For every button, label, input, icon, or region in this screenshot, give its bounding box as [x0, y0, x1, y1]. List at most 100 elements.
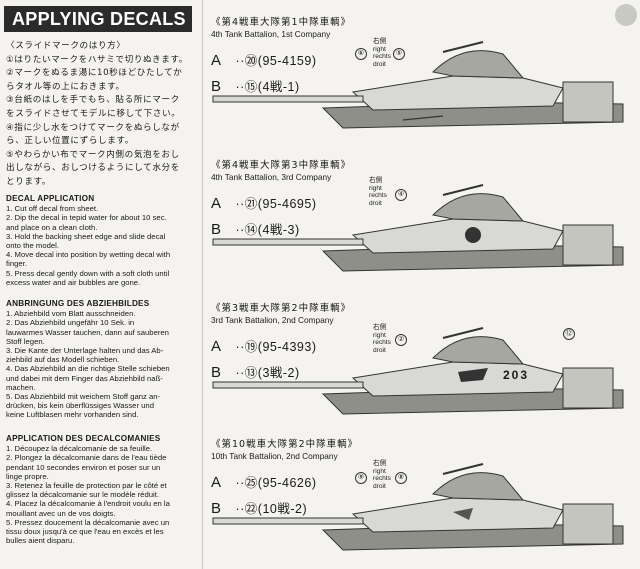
- decal-option-b: B ··⑬(3戦-2): [211, 362, 300, 382]
- turret-number: 203: [503, 368, 530, 382]
- side-label-de: rechts: [373, 475, 391, 483]
- option-letter: A: [211, 52, 222, 69]
- company-english-name: 4th Tank Battalion, 1st Company: [211, 29, 331, 39]
- callout-marker: ④: [395, 189, 407, 201]
- right-side-label: 右側 right rechts droit: [373, 460, 391, 490]
- japanese-instructions: 〈スライドマークのはり方〉 ①はりたいマークをハサミで切りぬきます。 ②マークを…: [6, 40, 198, 190]
- company-10th-2nd: 《第10戦車大隊第2中隊車輌》 10th Tank Battalion, 2nd…: [203, 434, 640, 569]
- decal-option-a: A ··⑳(95-4159): [211, 50, 316, 70]
- side-label-de: rechts: [369, 192, 387, 200]
- side-label-jp: 右側: [373, 38, 387, 45]
- option-value: ··⑲(95-4393): [235, 340, 317, 354]
- option-letter: B: [211, 364, 222, 381]
- company-english-name: 10th Tank Battalion, 2nd Company: [211, 451, 338, 461]
- option-value: ··⑬(3戦-2): [235, 366, 300, 380]
- decal-option-a: A ··㉕(95-4626): [211, 472, 316, 492]
- french-line: bulles aient disparu.: [6, 536, 75, 546]
- decal-option-b: B ··㉒(10戦-2): [211, 498, 307, 518]
- option-value: ··⑭(4戦-3): [235, 223, 300, 237]
- japanese-line: ②マークをぬるま湯に10秒ほどひたしてか: [6, 68, 183, 79]
- side-label-de: rechts: [373, 53, 391, 61]
- side-label-fr: droit: [373, 346, 386, 354]
- instructions-column: APPLYING DECALS 〈スライドマークのはり方〉 ①はりたいマークをハ…: [0, 0, 200, 569]
- french-line: tissu doux jusqu'à ce que l'eau en excès…: [6, 527, 164, 537]
- callout-marker: ②: [395, 334, 407, 346]
- right-side-label: 右側 right rechts droit: [369, 177, 387, 207]
- side-label-en: right: [369, 184, 382, 192]
- option-value: ··⑳(95-4159): [235, 54, 317, 68]
- french-line: 5. Pressez doucement la décalcomanie ave…: [6, 517, 170, 527]
- company-3rd-2nd: 《第3戦車大隊第2中隊車輌》 3rd Tank Battalion, 2nd C…: [203, 298, 640, 440]
- option-letter: B: [211, 78, 222, 95]
- decal-option-a: A ··㉑(95-4695): [211, 193, 316, 213]
- side-label-jp: 右側: [373, 324, 387, 331]
- japanese-line: とります。: [6, 176, 52, 187]
- english-line: 3. Hold the backing sheet edge and slide…: [6, 231, 166, 241]
- japanese-line: ③台紙のはしを手でもち、貼る所にマーク: [6, 95, 180, 106]
- side-label-en: right: [373, 467, 386, 475]
- english-line: finger.: [6, 259, 27, 269]
- option-letter: A: [211, 474, 222, 491]
- german-line: 1. Abziehbild vom Blatt ausschneiden.: [6, 309, 136, 319]
- option-letter: A: [211, 195, 222, 212]
- option-value: ··㉕(95-4626): [235, 476, 317, 490]
- company-japanese-name: 《第3戦車大隊第2中隊車輌》: [211, 303, 352, 314]
- german-line: 3. Die Kante der Unterlage halten und da…: [6, 346, 164, 356]
- company-4th-3rd: 《第4戦車大隊第3中隊車輌》 4th Tank Battalion, 3rd C…: [203, 155, 640, 297]
- right-side-label: 右側 right rechts droit: [373, 324, 391, 354]
- english-instructions: DECAL APPLICATION 1. Cut off decal from …: [6, 194, 200, 287]
- japanese-line: ④指に少し水をつけてマークをぬらしなが: [6, 122, 180, 133]
- option-letter: B: [211, 221, 222, 238]
- french-heading: APPLICATION DES DECALCOMANIES: [6, 434, 161, 443]
- right-side-label: 右側 right rechts droit: [373, 38, 391, 68]
- callout-marker: ⑤: [393, 48, 405, 60]
- page-number-badge: [615, 4, 637, 26]
- german-line: 2. Das Abziehbild ungefähr 10 Sek. in: [6, 318, 135, 328]
- option-letter: B: [211, 500, 222, 517]
- english-line: 1. Cut off decal from sheet.: [6, 204, 99, 214]
- tank-illustration: [212, 463, 624, 551]
- tank-illustration: [212, 41, 624, 129]
- option-letter: A: [211, 338, 222, 355]
- callout-marker: ⑨: [355, 472, 367, 484]
- german-line: lauwarmes Wasser tauchen, dann auf saube…: [6, 327, 169, 337]
- german-line: Stoff legen.: [6, 336, 45, 346]
- decal-option-b: B ··⑮(4戦-1): [211, 76, 300, 96]
- option-value: ··㉑(95-4695): [235, 197, 317, 211]
- french-line: 4. Placez la décalcomanie à l'endroit vo…: [6, 499, 170, 509]
- japanese-line: らタオル等の上におきます。: [6, 81, 125, 92]
- page-title: APPLYING DECALS: [4, 6, 192, 32]
- tank-illustration: [212, 327, 624, 415]
- japanese-line: ら、正しい位置にずらします。: [6, 136, 134, 147]
- side-label-fr: droit: [373, 60, 386, 68]
- company-japanese-name: 《第10戦車大隊第2中隊車輌》: [211, 439, 359, 450]
- company-japanese-name: 《第4戦車大隊第1中隊車輌》: [211, 17, 352, 28]
- french-line: pendant 10 secondes environ et poser sur…: [6, 462, 161, 472]
- option-value: ··⑮(4戦-1): [235, 80, 300, 94]
- french-line: linge propre.: [6, 471, 49, 481]
- side-label-en: right: [373, 45, 386, 53]
- decal-placement-column: 《第4戦車大隊第1中隊車輌》 4th Tank Battalion, 1st C…: [202, 0, 640, 569]
- german-line: 5. Das Abziehbild mit weichem Stoff ganz…: [6, 392, 161, 402]
- callout-marker: ⑫: [563, 328, 575, 340]
- side-label-jp: 右側: [373, 460, 387, 467]
- side-label-fr: droit: [369, 199, 382, 207]
- german-line: machen.: [6, 382, 36, 392]
- english-line: and place on a clean cloth.: [6, 222, 98, 232]
- german-line: keine Luftblasen mehr vorhanden sind.: [6, 410, 139, 420]
- side-label-en: right: [373, 331, 386, 339]
- french-line: mouillant avec un de vos doigts.: [6, 508, 116, 518]
- side-label-jp: 右側: [369, 177, 383, 184]
- german-line: 4. Das Abziehbild an die richtige Stelle…: [6, 364, 170, 374]
- english-line: onto the model.: [6, 241, 59, 251]
- decal-option-a: A ··⑲(95-4393): [211, 336, 316, 356]
- company-4th-1st: 《第4戦車大隊第1中隊車輌》 4th Tank Battalion, 1st C…: [203, 12, 640, 154]
- japanese-line: ①はりたいマークをハサミで切りぬきます。: [6, 54, 188, 65]
- french-line: 1. Découpez la décalcomanie de sa feuill…: [6, 444, 153, 454]
- side-label-fr: droit: [373, 482, 386, 490]
- company-english-name: 3rd Tank Battalion, 2nd Company: [211, 315, 334, 325]
- english-heading: DECAL APPLICATION: [6, 194, 95, 203]
- german-line: und dabei mit dem Finger das Abziehbild …: [6, 373, 163, 383]
- french-instructions: APPLICATION DES DECALCOMANIES 1. Découpe…: [6, 434, 200, 545]
- french-line: 2. Plongez la décalcomanie dans de l'eau…: [6, 453, 167, 463]
